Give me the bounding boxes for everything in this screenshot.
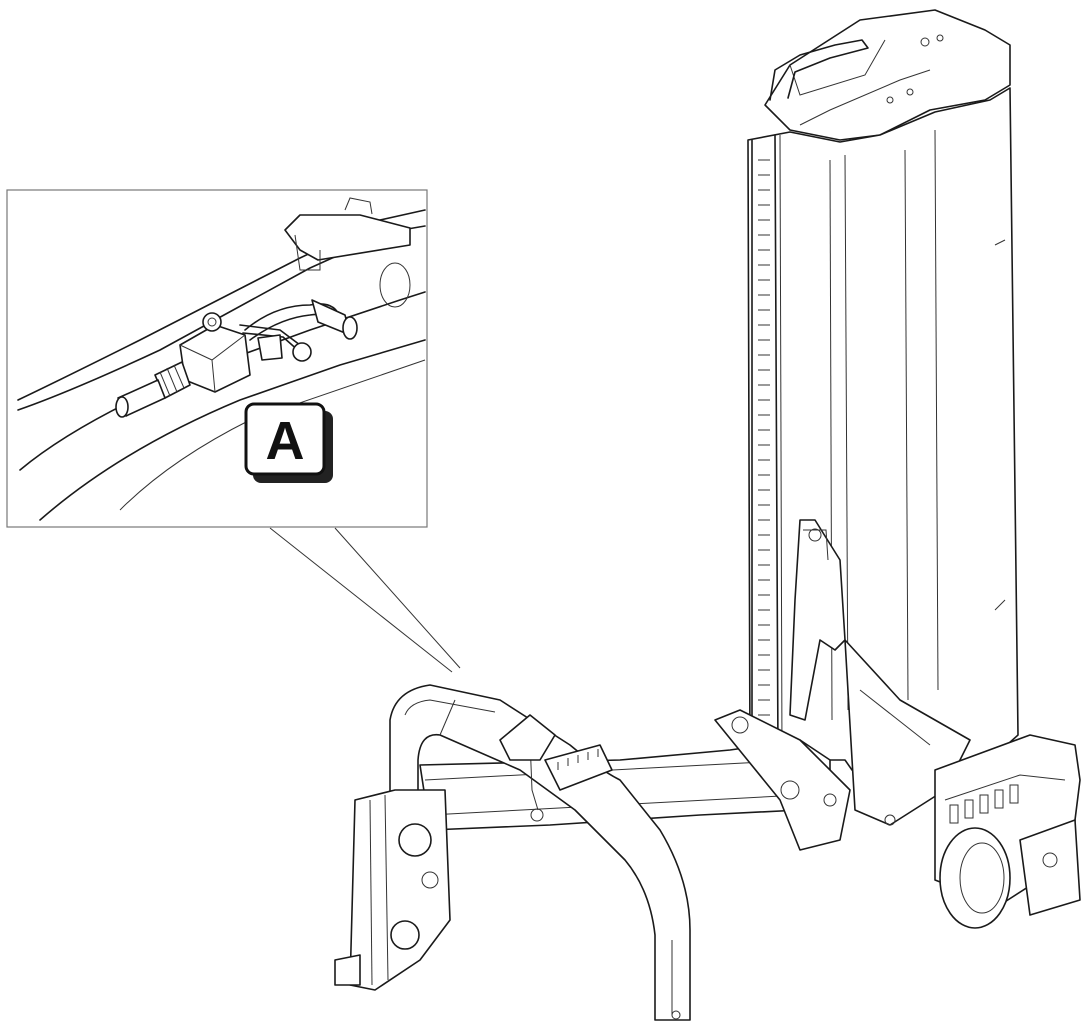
- mast-column: [747, 9, 1019, 791]
- detail-inset: A: [6, 189, 428, 528]
- callout-leader-lines: [269, 527, 461, 673]
- safety-chain: [499, 714, 556, 822]
- clamp-assembly: [334, 789, 451, 991]
- lift-arm: [789, 519, 846, 721]
- callout-label-a: A: [244, 402, 333, 483]
- cutter-head: [934, 734, 1081, 929]
- callout-label-text: A: [266, 411, 305, 471]
